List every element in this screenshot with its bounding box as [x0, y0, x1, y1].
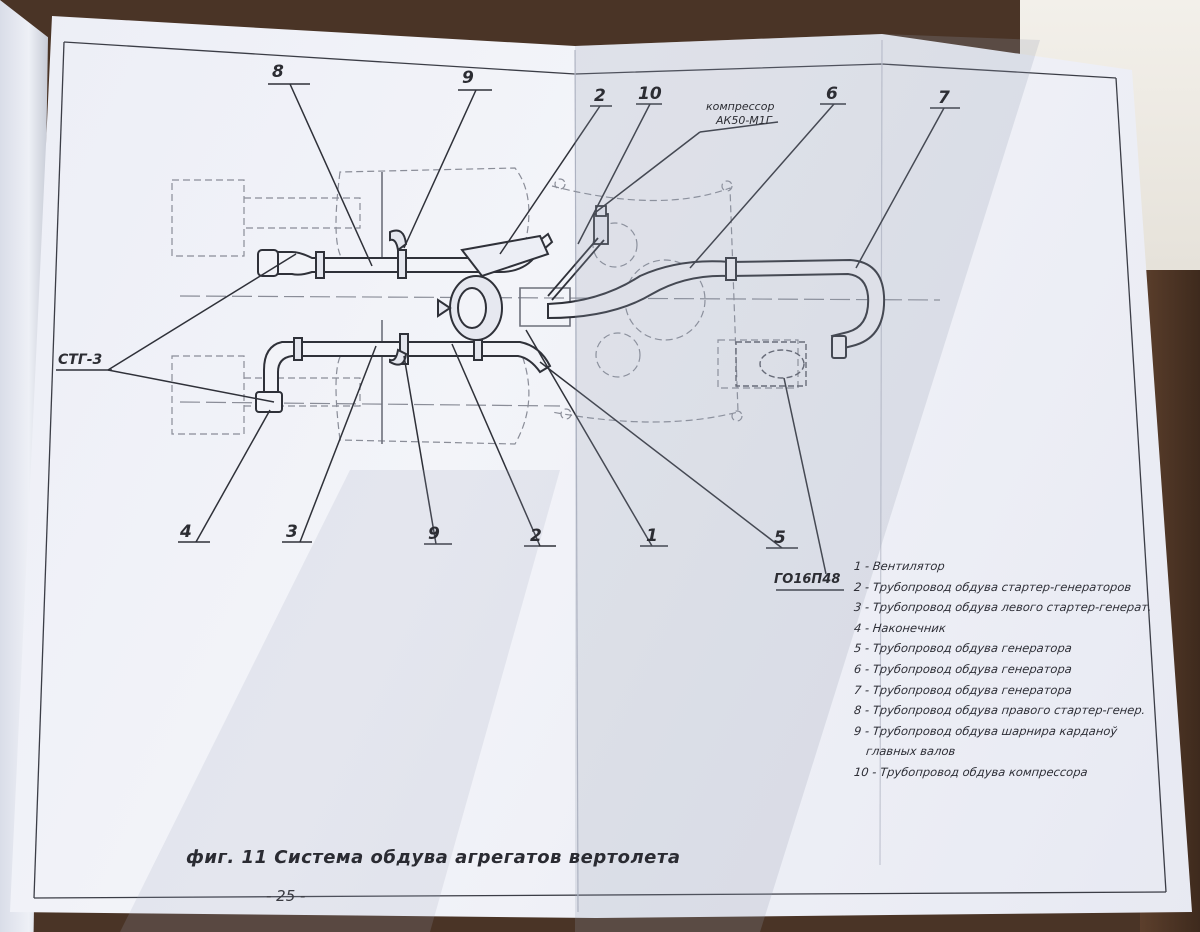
fan	[437, 275, 503, 341]
legend-item: 8 - Трубопровод обдува правого стартер-г…	[853, 703, 1147, 718]
page-number: - 25 -	[266, 887, 306, 905]
compressor	[547, 205, 609, 301]
callout-6: 6	[826, 84, 838, 104]
legend: 1 - Вентилятор 2 - Трубопровод обдува ст…	[853, 556, 1153, 783]
callout-4: 4	[180, 522, 192, 542]
engine-outline	[171, 167, 941, 445]
duct-upper-left	[257, 232, 554, 278]
callout-8: 8	[272, 62, 284, 82]
callout-10: 10	[638, 84, 662, 104]
callout-2-bottom: 2	[530, 526, 542, 546]
callout-3: 3	[286, 522, 298, 542]
legend-item: 7 - Трубопровод обдува генератора	[853, 682, 1073, 697]
callout-7: 7	[938, 88, 950, 108]
callout-go16: ГО16П48	[774, 572, 841, 587]
legend-item: 6 - Трубопровод обдува генератора	[853, 661, 1073, 676]
legend-item: 4 - Наконечник	[853, 620, 947, 635]
duct-generator	[547, 257, 886, 359]
page-frame	[33, 39, 1167, 913]
callout-9-top: 9	[462, 68, 474, 88]
legend-item: 2 - Трубопровод обдува стартер-генератор…	[853, 579, 1132, 594]
legend-item: 3 - Трубопровод обдува левого стартер-ге…	[853, 600, 1153, 615]
figure-caption: фиг. 11 Система обдува агрегатов вертоле…	[186, 847, 681, 868]
legend-item: главных валов	[865, 744, 957, 759]
clamps	[293, 229, 483, 366]
compressor-label-line1: компрессор	[706, 100, 775, 113]
callout-1: 1	[646, 526, 658, 546]
generator-go16	[735, 341, 807, 387]
compressor-label-line2: АК50-М1Г	[716, 114, 772, 127]
callout-2-top: 2	[594, 86, 606, 106]
legend-item: 9 - Трубопровод обдува шарнира карданоў	[853, 723, 1118, 738]
legend-item: 10 - Трубопровод обдува компрессора	[853, 764, 1089, 779]
legend-item: 5 - Трубопровод обдува генератора	[853, 641, 1073, 656]
leader-lines	[56, 83, 960, 591]
callout-9-bottom: 9	[428, 524, 440, 544]
callout-5: 5	[774, 528, 786, 548]
callout-stg3: СТГ-3	[58, 352, 103, 368]
legend-item: 1 - Вентилятор	[853, 559, 946, 573]
